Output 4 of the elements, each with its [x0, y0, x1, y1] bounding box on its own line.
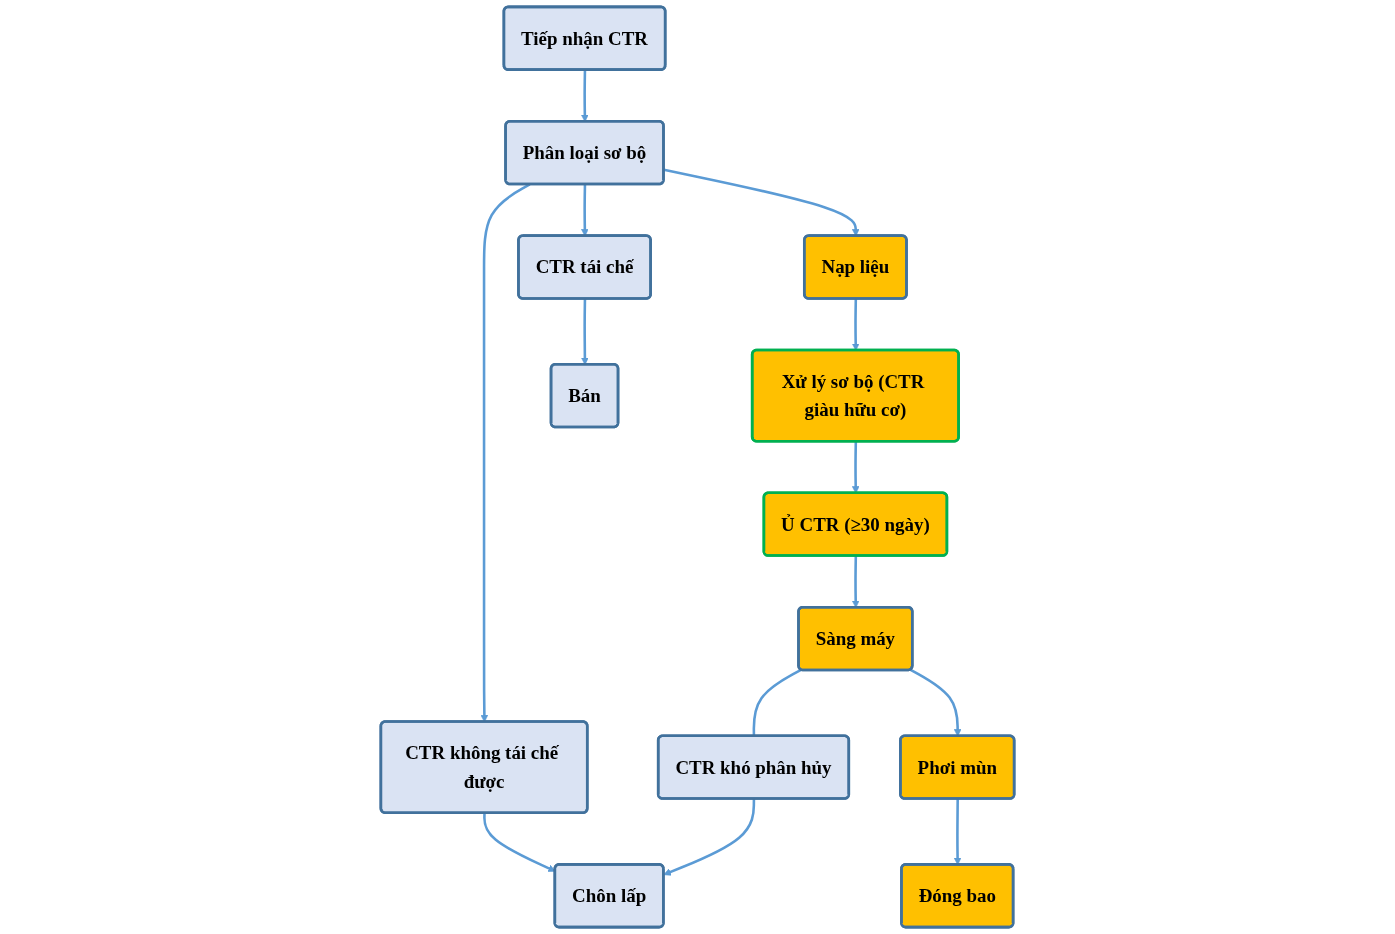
- arrow: [851, 298, 860, 351]
- arrow: [663, 798, 756, 876]
- arrow: [581, 298, 589, 365]
- arrow: [851, 556, 860, 608]
